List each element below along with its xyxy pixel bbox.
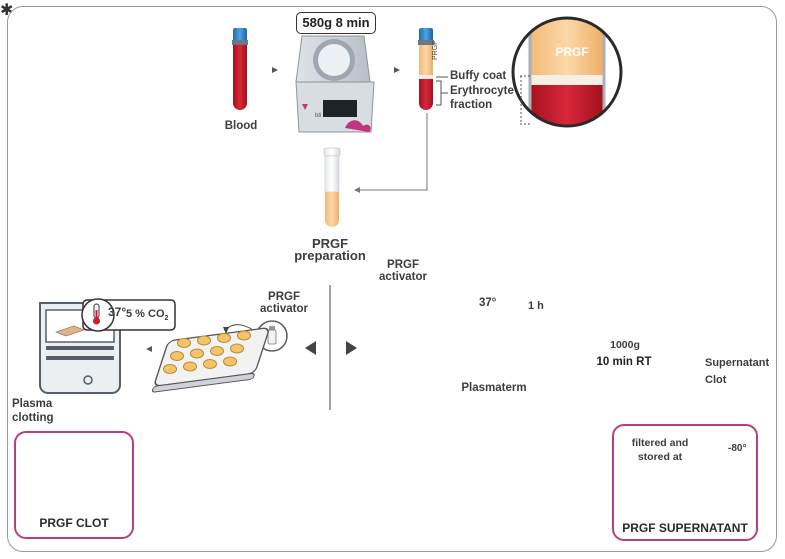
activator-vial-circle: ✱ Blood 580g 8 min Buffy coat Erythrocyt… <box>0 2 769 541</box>
prgf-supernatant-label: PRGF SUPERNATANT <box>622 521 748 535</box>
arrow-right-icon: ✱ Blood 580g 8 min Buffy coat Erythrocyt… <box>0 2 769 541</box>
prgf-clot-result-box <box>14 431 134 539</box>
separated-tube: PRGF <box>418 28 439 110</box>
arrow-right-icon <box>394 67 400 73</box>
centrifuge-brand: bti <box>315 113 321 119</box>
plasma-clotting-label-1: Plasma <box>12 398 53 410</box>
dispense-arrow: ✱ Blood 580g 8 min Buffy coat Erythrocyt… <box>0 2 769 541</box>
well <box>190 348 204 359</box>
plasmaterm-temp: 37° <box>479 297 497 309</box>
clock-hands: ✱ Blood 580g 8 min Buffy coat Erythrocyt… <box>0 2 769 541</box>
well-plate-left-wells <box>163 330 251 374</box>
incubator-temp: 37° <box>108 305 127 319</box>
plasma-clotting-label-2: clotting <box>12 412 54 424</box>
prgf-clot-label: PRGF CLOT <box>39 516 109 530</box>
blood-tube <box>232 28 248 110</box>
arrow-left-icon <box>354 187 360 193</box>
well <box>210 346 224 356</box>
arrow-down-icon: ✱ Blood 580g 8 min Buffy coat Erythrocyt… <box>0 2 769 541</box>
centrifuge-setting-label-2: 10 min RT <box>596 356 652 368</box>
co2-text: 5 % CO <box>126 308 165 320</box>
arrow-down-icon: ✱ Blood 580g 8 min Buffy coat Erythrocyt… <box>0 2 769 541</box>
connector-line <box>360 113 428 191</box>
storage-temp: -80° <box>728 443 747 454</box>
plasmaterm-time: 1 h <box>528 300 544 312</box>
clot-label: Clot <box>705 374 727 386</box>
buffy-coat-label: Buffy coat <box>450 70 507 82</box>
well <box>170 351 184 361</box>
activator-vial <box>267 326 277 345</box>
centrifuge-setting-label: 580g 8 min <box>296 12 376 34</box>
zoom-detail <box>511 16 623 128</box>
clock-icon: ✱ Blood 580g 8 min Buffy coat Erythrocyt… <box>0 2 769 541</box>
thermometer-icon <box>93 303 100 325</box>
left-activator-label-2: activator <box>260 303 308 315</box>
well <box>177 338 191 348</box>
arrow-down-icon: ✱ Blood 580g 8 min Buffy coat Erythrocyt… <box>0 2 769 541</box>
well <box>230 343 244 354</box>
left-activator-label-1: PRGF <box>268 291 300 303</box>
diagram-frame <box>7 6 777 552</box>
well <box>223 356 237 367</box>
preparation-label-1: PRGF <box>311 236 349 251</box>
arrow-right-icon <box>272 67 278 73</box>
erythrocyte-label: Erythrocyte <box>450 85 514 97</box>
incubator-device <box>39 302 121 394</box>
well <box>183 361 197 372</box>
thermometer-icon: ✱ Blood 580g 8 min Buffy coat Erythrocyt… <box>0 2 769 541</box>
plasmaterm-label: Plasmaterm <box>461 382 527 394</box>
co2-subscript: 2 <box>164 315 169 323</box>
well <box>237 330 251 341</box>
fraction-bracket <box>436 76 448 106</box>
arrow-right-icon: ✱ Blood 580g 8 min Buffy coat Erythrocyt… <box>0 2 769 541</box>
tube-label: PRGF <box>432 41 439 60</box>
preparation-label-2: preparation <box>294 248 366 263</box>
preparation-tube <box>323 147 341 227</box>
well <box>203 359 217 369</box>
zoom-prgf-label: PRGF <box>555 45 589 59</box>
right-activator-label-1: PRGF <box>387 259 419 271</box>
arrow-right-icon <box>346 341 357 355</box>
well <box>163 364 177 374</box>
arrow-left-icon <box>305 341 316 355</box>
right-activator-label-2: activator <box>379 271 427 283</box>
centrifuge-device: bti <box>295 35 375 133</box>
storage-label-2: stored at <box>637 451 683 463</box>
supernatant-label: Supernatant <box>705 357 770 369</box>
arrow-right-icon: ✱ Blood 580g 8 min Buffy coat Erythrocyt… <box>0 2 769 541</box>
centrifuge-setting-box: ✱ Blood 580g 8 min Buffy coat Erythrocyt… <box>0 2 769 541</box>
arrow-down-icon <box>223 327 229 334</box>
prgf-supernatant-result-box <box>612 424 758 541</box>
freezer-icon-circle: ✱ Blood 580g 8 min Buffy coat Erythrocyt… <box>0 2 769 541</box>
storage-label-1: filtered and <box>631 437 689 449</box>
centrifuge-force-label: 1000g <box>610 339 640 351</box>
incubator-co2: 5 % CO2 <box>126 308 169 323</box>
time-box: ✱ Blood 580g 8 min Buffy coat Erythrocyt… <box>0 2 769 541</box>
well <box>197 335 211 346</box>
well <box>217 333 231 343</box>
fraction-label: fraction <box>450 99 493 111</box>
blood-label: Blood <box>224 120 258 132</box>
arrow-left-icon <box>146 346 152 352</box>
